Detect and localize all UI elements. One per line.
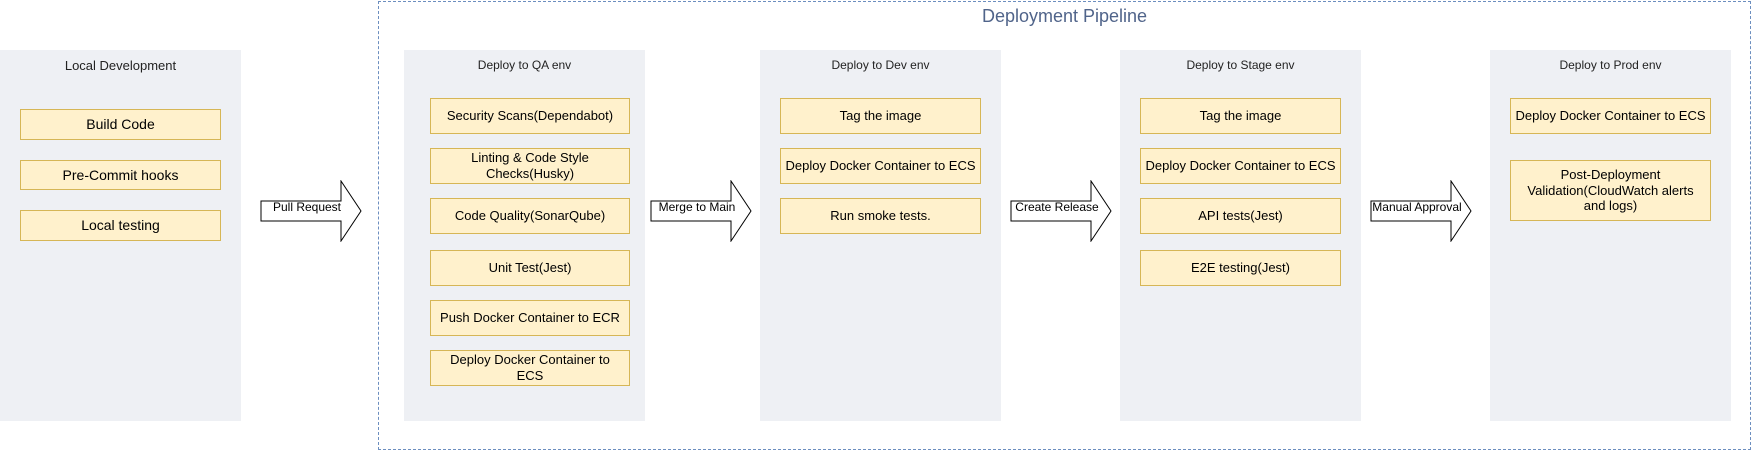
step-build-code: Build Code	[20, 109, 221, 140]
arrow-manual-approval: Manual Approval	[1370, 180, 1472, 242]
step-deploy-docker-ecs: Deploy Docker Container to ECS	[1140, 148, 1341, 184]
step-local-testing: Local testing	[20, 210, 221, 241]
step-api-tests: API tests(Jest)	[1140, 198, 1341, 234]
step-deploy-docker-ecs: Deploy Docker Container to ECS	[430, 350, 630, 386]
block-arrow-icon	[1010, 180, 1112, 242]
stage-local-development: Local Development Build Code Pre-Commit …	[0, 50, 241, 421]
stage-qa: Deploy to QA env Security Scans(Dependab…	[404, 50, 645, 421]
arrow-label: Manual Approval	[1372, 200, 1462, 214]
step-linting: Linting & Code Style Checks(Husky)	[430, 148, 630, 184]
block-arrow-icon	[650, 180, 752, 242]
arrow-label: Merge to Main	[658, 200, 736, 214]
stage-title: Deploy to Stage env	[1186, 58, 1295, 72]
step-unit-test: Unit Test(Jest)	[430, 250, 630, 286]
step-tag-image: Tag the image	[1140, 98, 1341, 134]
pipeline-title: Deployment Pipeline	[981, 6, 1148, 26]
block-arrow-icon	[1370, 180, 1472, 242]
stage-title: Deploy to Dev env	[831, 58, 930, 72]
step-post-deployment-validation: Post-Deployment Validation(CloudWatch al…	[1510, 160, 1711, 221]
step-deploy-docker-ecs: Deploy Docker Container to ECS	[780, 148, 981, 184]
stage-dev: Deploy to Dev env Tag the image Deploy D…	[760, 50, 1001, 421]
stage-title: Local Development	[64, 58, 177, 73]
step-security-scans: Security Scans(Dependabot)	[430, 98, 630, 134]
arrow-label: Create Release	[1015, 200, 1099, 214]
stage-title: Deploy to QA env	[477, 58, 572, 72]
arrow-label: Pull Request	[272, 200, 342, 214]
block-arrow-icon	[260, 180, 362, 242]
arrow-merge-to-main: Merge to Main	[650, 180, 752, 242]
stage-title: Deploy to Prod env	[1559, 58, 1662, 72]
deployment-pipeline-frame	[378, 1, 1751, 450]
arrow-create-release: Create Release	[1010, 180, 1112, 242]
arrow-pull-request: Pull Request	[260, 180, 362, 242]
stage-stage: Deploy to Stage env Tag the image Deploy…	[1120, 50, 1361, 421]
stage-prod: Deploy to Prod env Deploy Docker Contain…	[1490, 50, 1731, 421]
step-e2e-testing: E2E testing(Jest)	[1140, 250, 1341, 286]
step-push-docker-ecr: Push Docker Container to ECR	[430, 300, 630, 336]
step-deploy-docker-ecs: Deploy Docker Container to ECS	[1510, 98, 1711, 134]
step-tag-image: Tag the image	[780, 98, 981, 134]
step-pre-commit-hooks: Pre-Commit hooks	[20, 160, 221, 190]
step-code-quality: Code Quality(SonarQube)	[430, 198, 630, 234]
step-run-smoke-tests: Run smoke tests.	[780, 198, 981, 234]
